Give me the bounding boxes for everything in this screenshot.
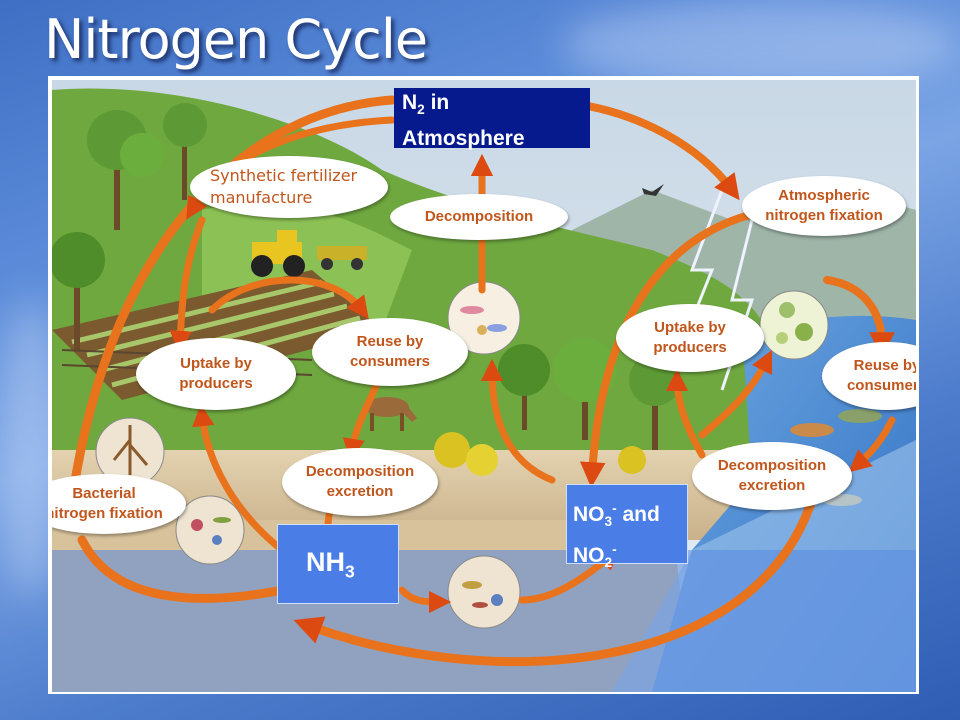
label-reuse-right: Reuse by consumers bbox=[822, 342, 916, 410]
nh3-symbol: NH bbox=[306, 547, 345, 577]
bacterial-line1: Bacterial bbox=[72, 484, 136, 502]
atmospheric-line2: nitrogen fixation bbox=[765, 207, 883, 224]
nitrite-charge: - bbox=[612, 542, 617, 558]
arrow-nh3-to-uptake bbox=[192, 403, 286, 554]
nitrate-nitrite-box: NO3- and NO2- bbox=[566, 484, 688, 570]
label-atmospheric-fixation: Atmospheric nitrogen fixation bbox=[742, 176, 906, 236]
tractor bbox=[251, 230, 367, 277]
horse bbox=[365, 397, 417, 431]
n2-symbol: N bbox=[402, 91, 418, 114]
root-nodule-circle bbox=[95, 417, 165, 487]
arrow-atmospheric-to-no bbox=[579, 206, 776, 488]
arrow-fertilizer-to-uptake bbox=[169, 216, 206, 354]
n2-atmosphere-box: N2 in Atmosphere bbox=[394, 88, 590, 150]
nh3-box: NH3 bbox=[277, 524, 399, 604]
decomp-right-line2: excretion bbox=[738, 477, 806, 494]
n2-subscript: 2 bbox=[417, 102, 425, 118]
bird bbox=[642, 184, 664, 196]
uptake-right-line2: producers bbox=[653, 339, 727, 356]
arrow-nh3-to-soil-microbes bbox=[398, 586, 452, 614]
uptake-right-line1: Uptake by bbox=[654, 318, 726, 336]
decomp-left-line2: excretion bbox=[326, 483, 394, 500]
flowering-shrubs bbox=[434, 432, 646, 476]
reuse-right-line1: Reuse by bbox=[853, 356, 916, 374]
n2-in: in bbox=[424, 91, 450, 114]
atmospheric-line1: Atmospheric bbox=[778, 186, 870, 204]
label-bacterial-fixation: Bacterial nitrogen fixation bbox=[52, 474, 186, 534]
arrow-uptake-to-ocean-microbes bbox=[698, 349, 773, 439]
n2-atmosphere-word: Atmosphere bbox=[402, 127, 525, 151]
arrow-ocean-to-nh3 bbox=[293, 495, 817, 667]
reuse-right-line2: consumers bbox=[846, 377, 916, 394]
and-word: and bbox=[616, 503, 660, 526]
arrow-decomp-right-to-uptake bbox=[665, 368, 706, 459]
nitrite-symbol: NO bbox=[573, 544, 605, 568]
bacterial-line2: nitrogen fixation bbox=[52, 505, 163, 522]
nitrogen-cycle-diagram: N2 in Atmosphere NH3 NO3- and NO2- Synth… bbox=[52, 80, 916, 692]
microbe-circle-soil-mid bbox=[447, 555, 521, 629]
label-decomposition-top: Decomposition bbox=[390, 194, 568, 240]
arrow-ocean-to-reuse bbox=[823, 276, 895, 358]
reuse-left-line2: consumers bbox=[349, 353, 431, 370]
label-decomposition-left: Decomposition excretion bbox=[282, 448, 438, 516]
microbe-circle-ocean bbox=[759, 290, 829, 360]
microbe-circle-soil-left bbox=[175, 495, 245, 565]
decomposition-top-text: Decomposition bbox=[424, 207, 534, 225]
label-uptake-right: Uptake by producers bbox=[616, 304, 764, 372]
arrow-bacterial-to-nh3 bbox=[77, 535, 312, 605]
arrow-reuse-to-decomp-right bbox=[848, 416, 896, 473]
decomp-right-line1: Decomposition bbox=[717, 456, 827, 474]
decomp-left-line1: Decomposition bbox=[305, 462, 415, 480]
nitrate-subscript: 3 bbox=[604, 514, 613, 530]
label-decomposition-right: Decomposition excretion bbox=[692, 442, 852, 510]
arrow-no-to-decomposition bbox=[480, 358, 556, 484]
slide-title: Nitrogen Cycle bbox=[44, 8, 428, 71]
background-swirl bbox=[560, 0, 960, 90]
nitrate-symbol: NO bbox=[573, 503, 605, 526]
reuse-left-line1: Reuse by bbox=[356, 332, 424, 350]
nitrate-charge: - bbox=[612, 501, 617, 516]
uptake-left-line1: Uptake by bbox=[180, 354, 252, 372]
arrow-uptake-to-reuse bbox=[208, 276, 369, 319]
nitrite-subscript: 2 bbox=[604, 555, 613, 571]
label-uptake-left: Uptake by producers bbox=[136, 338, 296, 410]
label-synthetic-fertilizer: Synthetic fertilizer manufacture bbox=[190, 156, 388, 218]
nh3-subscript: 3 bbox=[345, 561, 355, 582]
label-reuse-left: Reuse by consumers bbox=[312, 318, 468, 386]
synthetic-line2: manufacture bbox=[210, 188, 313, 207]
uptake-left-line2: producers bbox=[179, 375, 253, 392]
synthetic-line1: Synthetic fertilizer bbox=[210, 166, 358, 186]
